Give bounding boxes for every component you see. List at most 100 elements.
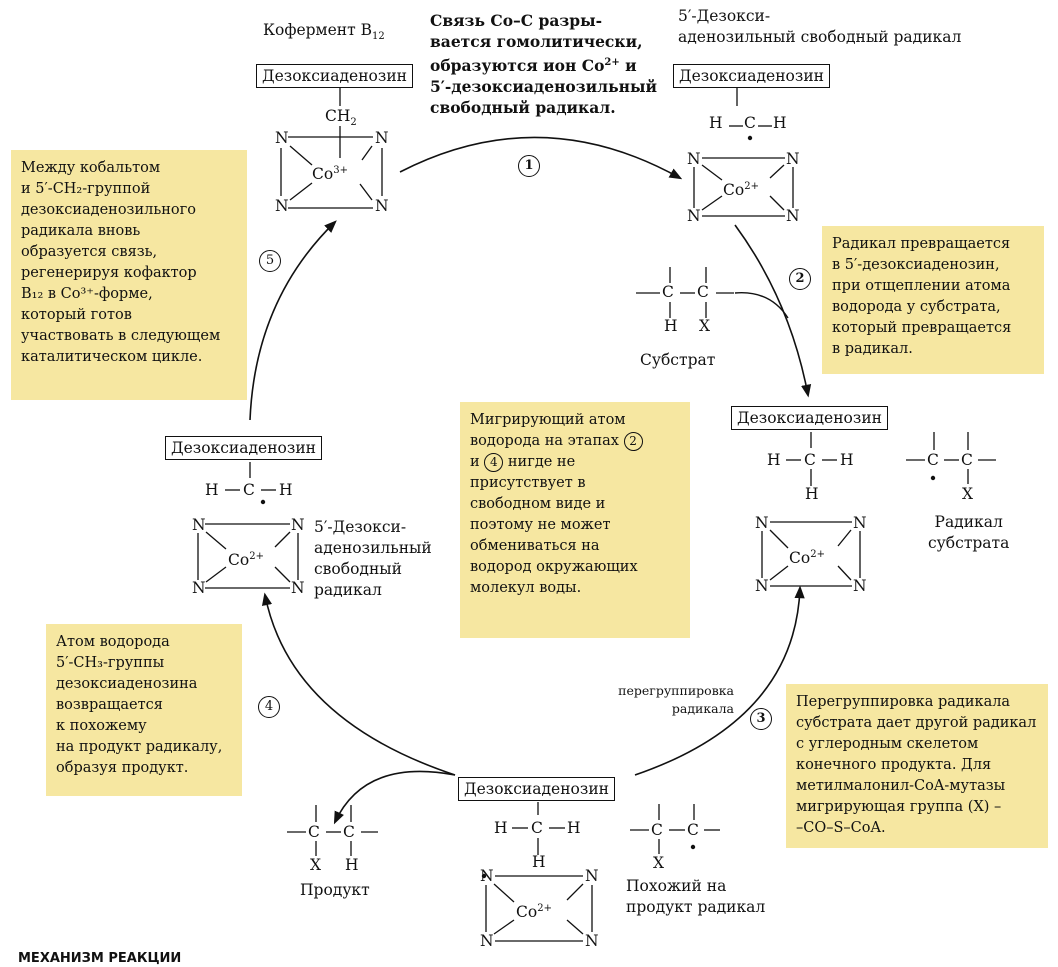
note3-line-6: мигрирующая группа (X) –: [796, 799, 1002, 815]
atom-n-r-2: N: [853, 514, 867, 532]
substrate-h: H: [664, 317, 678, 335]
cobalt-2plus-tr-charge: 2+: [744, 181, 759, 192]
radical-label-top-line-1: 5′-Дезокси-: [678, 7, 771, 25]
step-3-marker: 3: [750, 708, 772, 730]
ch2-text: CH: [325, 107, 351, 125]
coenzyme-b12-label: Кофермент B12: [263, 20, 385, 47]
arrow-step-5: [249, 220, 337, 421]
product-h: H: [345, 856, 359, 874]
note3-line-5: метилмалонил-CoA-мутазы: [796, 778, 1006, 794]
atom-n-tl-3: N: [275, 197, 289, 215]
subrad-c1: C: [927, 451, 939, 469]
atom-c-l: C: [243, 481, 255, 499]
product-skeleton: [287, 805, 378, 856]
notec-line-6: поэтому не может: [470, 517, 611, 533]
co2-complex-left: [197, 462, 299, 589]
cobalt-2plus-r: Co2+: [789, 544, 825, 569]
rearrangement-line-1: перегруппировка: [618, 683, 734, 698]
deoxyadenosine-box-left: Дезоксиаденозин: [165, 436, 322, 460]
cobalt-3plus: Co3+: [312, 160, 348, 185]
left-radical-label: 5′-Дезокси- аденозильный свободный радик…: [314, 517, 432, 601]
arrow-to-product: [333, 770, 456, 825]
atom-n-l-1: N: [192, 516, 206, 534]
notec-step-2-ref: 2: [623, 431, 643, 451]
product-x: X: [310, 856, 322, 874]
notec-line-9: молекул воды.: [470, 580, 582, 596]
atom-n-tr-3: N: [687, 207, 701, 225]
arrow-step-3: [634, 585, 805, 776]
ch2-group: CH2: [325, 106, 357, 133]
step1-desc-line-5: свободный радикал.: [430, 98, 616, 118]
atom-n-l-2: N: [291, 516, 305, 534]
atom-h-tr-1: H: [709, 114, 723, 132]
notec-line-2-text: водорода на этапах: [470, 433, 619, 449]
step1-desc-line-2: вается гомолитически,: [430, 32, 643, 51]
step-1-marker: 1: [518, 155, 540, 177]
note2-line-2: в 5′-дезоксиаденозин,: [832, 257, 1000, 273]
arrow-step-4: [261, 592, 456, 776]
left-radical-label-line-2: аденозильный: [314, 539, 432, 557]
substrate-c2: C: [697, 283, 709, 301]
left-radical-label-line-4: радикал: [314, 581, 382, 599]
atom-h-r-1: H: [767, 451, 781, 469]
note2-line-6: в радикал.: [832, 341, 913, 357]
note5-line-3: дезоксиаденозильного: [21, 202, 196, 218]
product-label: Продукт: [300, 881, 370, 899]
note-step-2: Радикал превращается в 5′-дезоксиаденози…: [822, 226, 1044, 374]
note2-line-5: который превращается: [832, 320, 1012, 336]
note5-line-2: и 5′-CH₂-группой: [21, 181, 151, 197]
note3-line-7: –CO–S–CoA.: [796, 820, 886, 836]
atom-n-l-3: N: [192, 579, 206, 597]
step1-desc-line-3: образуются ион Co2+ и: [430, 52, 657, 76]
note3-line-1: Перегруппировка радикала: [796, 694, 1011, 710]
note4-line-2: 5′-CH₃-группы: [56, 655, 165, 671]
note2-line-3: при отщеплении атома: [832, 278, 1011, 294]
notec-step-4-ref: 4: [484, 452, 504, 472]
step1-description: Связь Co–C разры- вается гомолитически, …: [430, 10, 657, 118]
co2-complex-right: [761, 432, 861, 587]
atom-n-b-1: N: [480, 867, 494, 885]
deoxyadenosine-box-right: Дезоксиаденозин: [731, 406, 888, 430]
plr-x: X: [653, 854, 665, 872]
deoxyadenosine-box-top-right: Дезоксиаденозин: [673, 64, 830, 88]
cobalt-2plus-l-symbol: Co: [228, 551, 250, 570]
substrate-skeleton: [636, 267, 734, 318]
atom-h-b-1: H: [494, 819, 508, 837]
atom-h-r-3: H: [805, 485, 819, 503]
substrate-x: X: [699, 317, 711, 335]
step-2-marker: 2: [789, 268, 811, 290]
deoxyadenosine-box-top-left: Дезоксиаденозин: [256, 64, 413, 88]
substrate-hook-line: [734, 292, 789, 319]
substrate-radical-label-line-2: субстрата: [928, 534, 1010, 552]
step1-desc-charge: 2+: [604, 57, 620, 68]
note-step-4: Атом водорода 5′-CH₃-группы дезоксиадено…: [46, 624, 280, 796]
note5-line-10: каталитическом цикле.: [21, 349, 203, 365]
plr-c1: C: [651, 821, 663, 839]
atom-h-b-2: H: [567, 819, 581, 837]
atom-h-tr-2: H: [773, 114, 787, 132]
notec-line-8: водород окружающих: [470, 559, 638, 575]
step1-desc-line-4: 5′-дезоксиаденозильный: [430, 77, 657, 97]
atom-n-tr-1: N: [687, 150, 701, 168]
step-4-marker: 4: [258, 696, 280, 718]
notec-line-7: обмениваться на: [470, 538, 600, 554]
note4-line-6: на продукт радикалу,: [56, 739, 223, 755]
cobalt-2plus-r-charge: 2+: [810, 549, 825, 560]
arrow-step-2: [734, 224, 812, 398]
atom-n-tr-2: N: [786, 150, 800, 168]
note4-line-4: возвращается: [56, 697, 163, 713]
cobalt-2plus-l-charge: 2+: [249, 551, 264, 562]
co2-complex-top-right: [693, 88, 794, 217]
note5-line-6: регенерируя кофактор: [21, 265, 197, 281]
note5-line-8: который готов: [21, 307, 132, 323]
note-center: Мигрирующий атом водорода на этапах 2 и …: [460, 402, 690, 638]
coenzyme-label-sub: 12: [372, 31, 385, 43]
atom-n-r-1: N: [755, 514, 769, 532]
note5-line-7: B₁₂ в Co³⁺-форме,: [21, 286, 153, 302]
co3-complex-top-left: [280, 88, 383, 209]
atom-h-l-2: H: [279, 481, 293, 499]
atom-n-tl-4: N: [375, 197, 389, 215]
product-like-radical-skeleton: [630, 804, 720, 854]
plr-label-line-1: Похожий на: [626, 877, 727, 895]
